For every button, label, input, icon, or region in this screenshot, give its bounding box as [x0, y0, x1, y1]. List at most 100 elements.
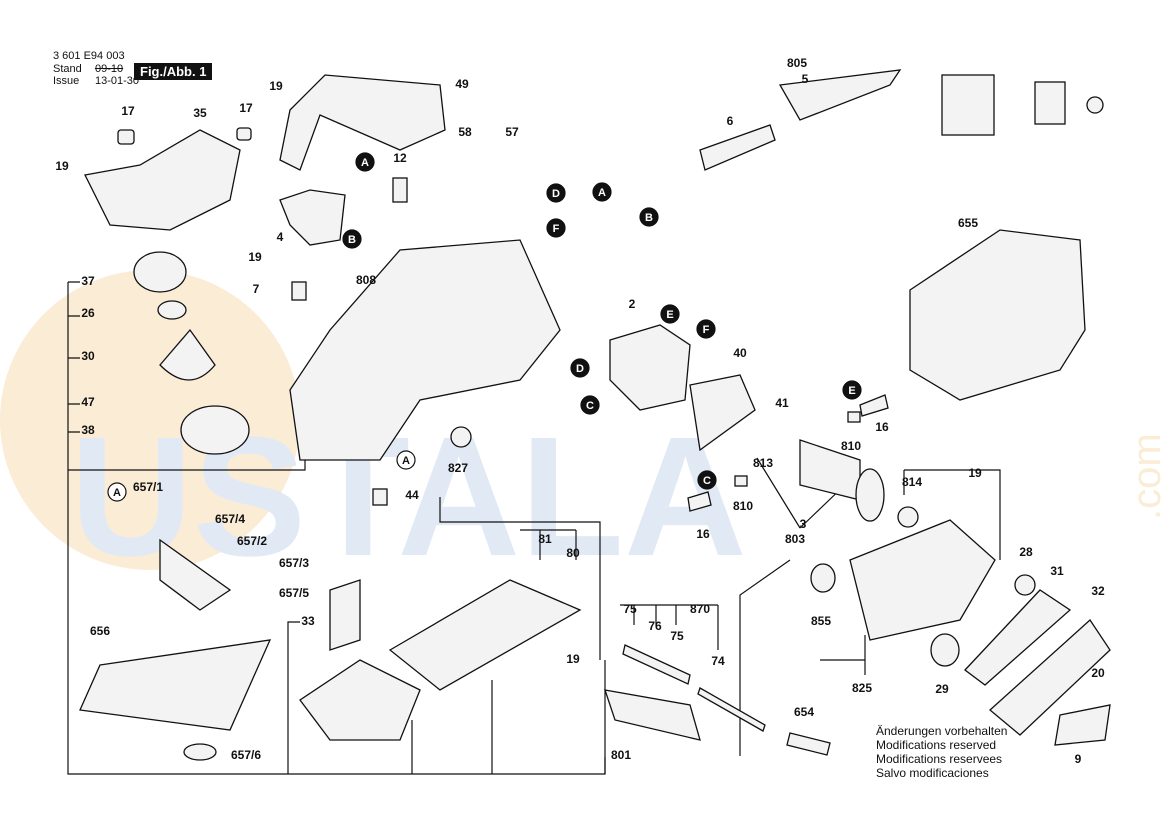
part-callout-870: 870 [690, 602, 710, 616]
part-callout-81: 81 [538, 532, 552, 546]
connector-a: A [107, 482, 127, 502]
connector-b: B [639, 207, 659, 227]
frame-lines [67, 281, 1001, 775]
connector-circle [580, 395, 600, 415]
brush-16a [859, 394, 889, 417]
stand-label: Stand [53, 63, 82, 75]
connector-letter: E [848, 385, 855, 397]
nut-44 [372, 488, 388, 506]
part-callout-657-4: 657/4 [215, 512, 245, 526]
blade-74 [697, 687, 766, 732]
part-callout-57: 57 [505, 125, 519, 139]
parts [79, 69, 1111, 761]
part-callout-825: 825 [852, 681, 872, 695]
part-callout-37: 37 [81, 274, 95, 288]
label-9 [1054, 704, 1111, 746]
connector-circle [546, 183, 566, 203]
connector-letter: D [576, 363, 584, 375]
knob-37 [133, 251, 187, 293]
wiring-motor-symbol [1086, 96, 1104, 114]
part-callout-657-5: 657/5 [279, 586, 309, 600]
part-callout-656: 656 [90, 624, 110, 638]
connector-a: A [396, 450, 416, 470]
connector-f: F [696, 319, 716, 339]
spring-810b [734, 475, 748, 487]
issue-value: 13-01-30 [95, 75, 140, 87]
knob-6576 [183, 743, 217, 761]
part-callout-9: 9 [1075, 752, 1082, 766]
part-callout-657-6: 657/6 [231, 748, 261, 762]
connector-circle [107, 482, 127, 502]
pulley-28 [1014, 574, 1036, 596]
connector-letter: F [553, 223, 560, 235]
bearing-814 [897, 506, 919, 528]
bag-655 [909, 229, 1086, 401]
wrench-654 [786, 732, 831, 756]
connector-letter: C [586, 400, 594, 412]
part-callout-19: 19 [269, 79, 283, 93]
part-callout-5: 5 [802, 72, 809, 86]
handle-cover-49 [279, 74, 446, 171]
wiring-component [1034, 81, 1066, 125]
part-callout-7: 7 [253, 282, 260, 296]
connector-e: E [842, 380, 862, 400]
belt-31 [964, 589, 1072, 686]
drum-line [739, 559, 791, 756]
connector-circle [355, 152, 375, 172]
stand-value: 09-10 [95, 63, 124, 75]
switch-4 [279, 189, 346, 246]
part-callout-813: 813 [753, 456, 773, 470]
watermark-disc [0, 270, 300, 570]
connector-circle [842, 380, 862, 400]
note-es: Salvo modificaciones [876, 766, 989, 780]
part-callout-803: 803 [785, 532, 805, 546]
connector-letter: A [402, 455, 410, 467]
pulley-bracket [903, 469, 1001, 560]
connector-f: F [546, 218, 566, 238]
connector-circle [592, 182, 612, 202]
part-callout-827: 827 [448, 461, 468, 475]
part-callout-805: 805 [787, 56, 807, 70]
part-callout-29: 29 [935, 682, 949, 696]
base-group-line [439, 497, 601, 660]
connector-letter: C [703, 475, 711, 487]
gear-bracket [820, 635, 866, 675]
part-callout-814: 814 [902, 475, 922, 489]
belt-cover-32 [989, 619, 1111, 736]
part-callout-4: 4 [277, 230, 284, 244]
part-callout-654: 654 [794, 705, 814, 719]
connector-circle [342, 229, 362, 249]
knob-17b [236, 127, 252, 141]
part-callout-657-2: 657/2 [237, 534, 267, 548]
connector-letter: B [348, 234, 356, 246]
connector-e: E [660, 304, 680, 324]
baffle-40 [689, 374, 756, 452]
wiring-motor-box [941, 74, 995, 136]
cable-guard-6 [699, 124, 776, 171]
part-callout-74: 74 [711, 654, 725, 668]
spring-pin-bracket [520, 529, 577, 560]
adjust-30 [159, 328, 216, 381]
part-callout-657-3: 657/3 [279, 556, 309, 570]
part-callout-655: 655 [958, 216, 978, 230]
part-number: 3 601 E94 003 [53, 50, 125, 62]
connector-circle [396, 450, 416, 470]
revision-notes: Änderungen vorbehalten Modifications res… [876, 724, 1007, 780]
part-callout-810: 810 [841, 439, 861, 453]
drum-shaft [604, 689, 701, 741]
connector-circle [660, 304, 680, 324]
part-callout-75: 75 [623, 602, 637, 616]
guide-shoe [299, 659, 421, 741]
blade-76 [622, 644, 691, 685]
part-callout-657-1: 657/1 [133, 480, 163, 494]
connector-d: D [546, 183, 566, 203]
figure-label: Fig./Abb. 1 [134, 63, 213, 80]
part-callout-28: 28 [1019, 545, 1033, 559]
part-callout-16: 16 [875, 420, 889, 434]
part-callout-19: 19 [55, 159, 69, 173]
connector-letter: B [645, 212, 653, 224]
part-callout-58: 58 [458, 125, 472, 139]
